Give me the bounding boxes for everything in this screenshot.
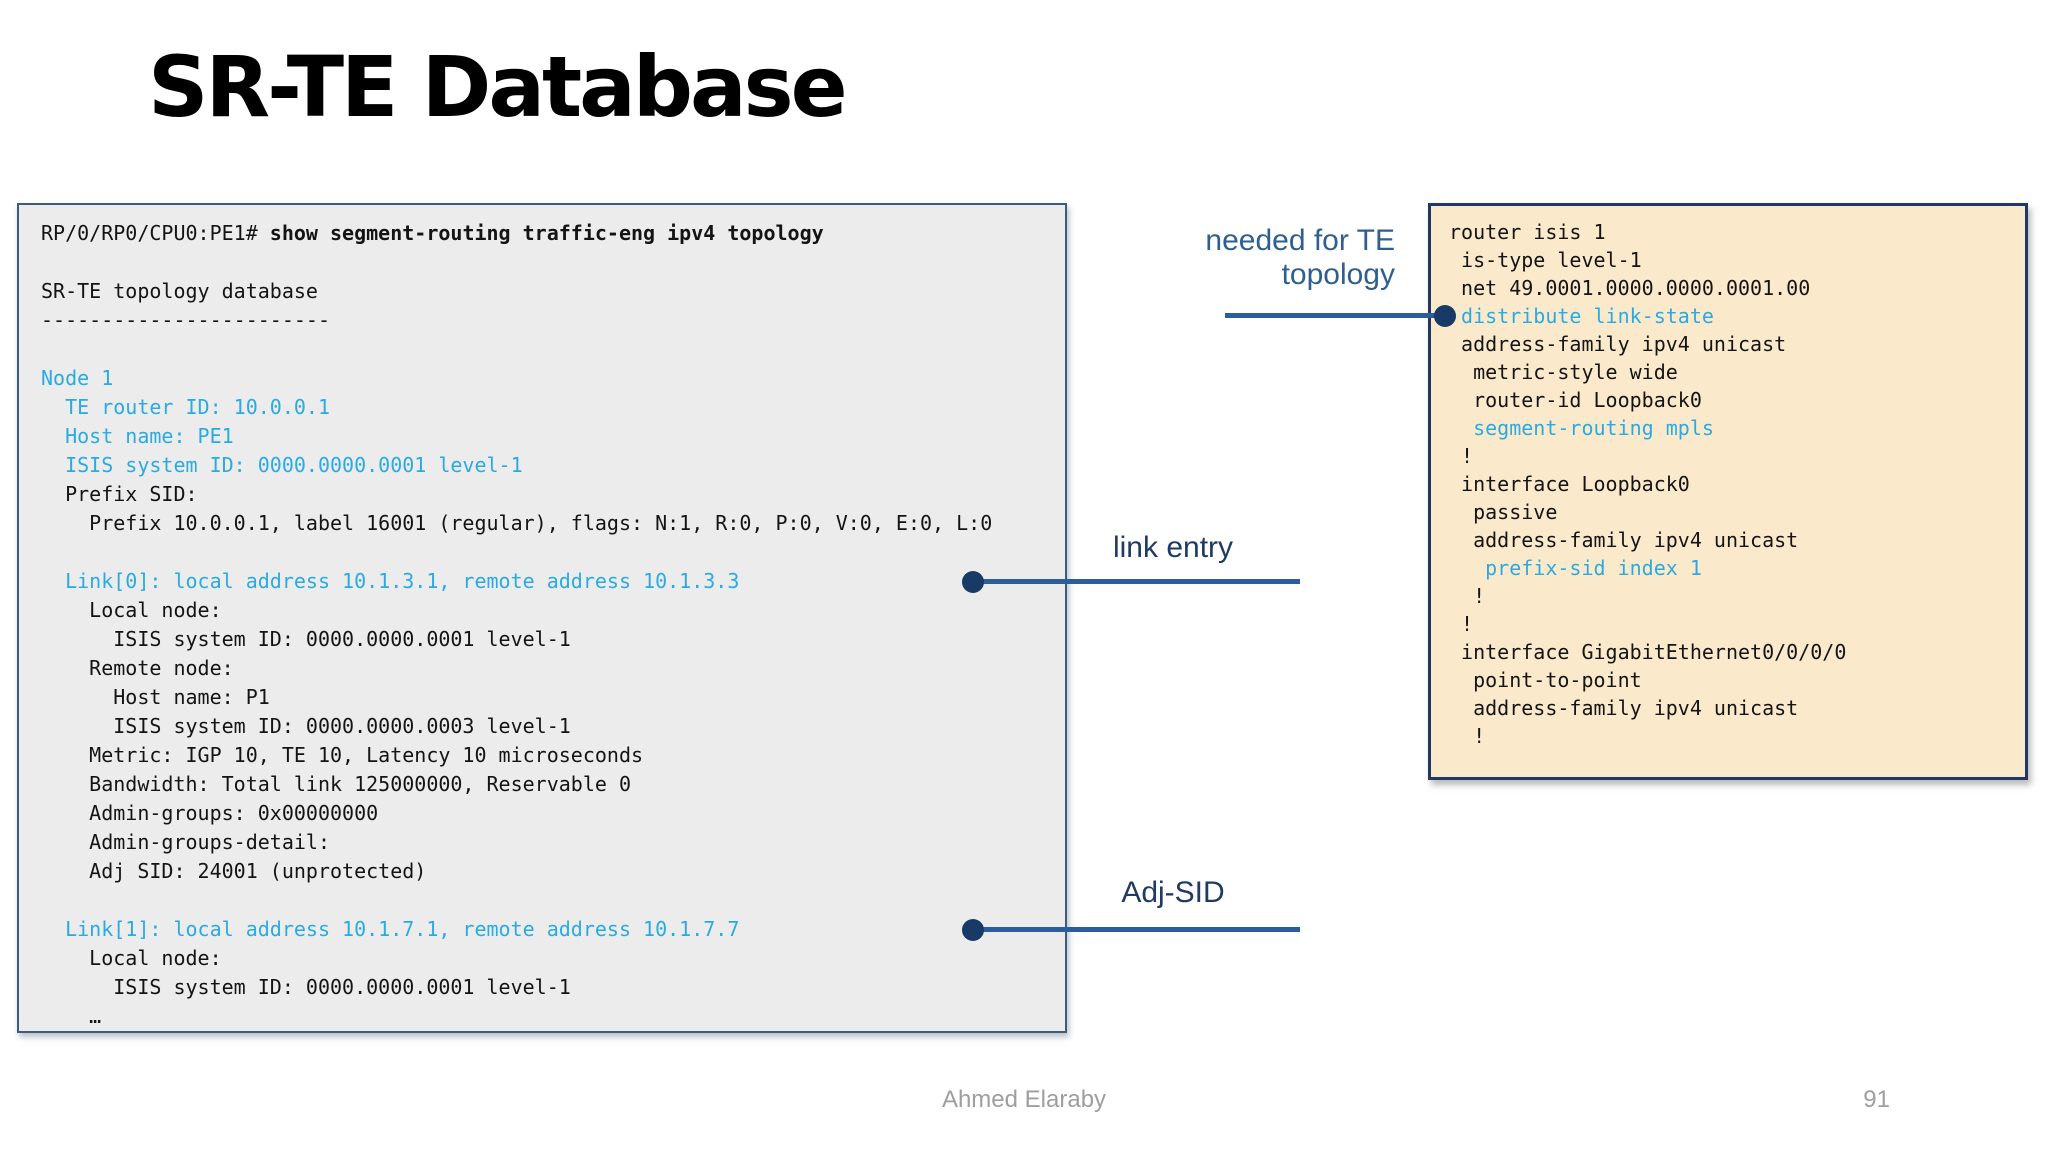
console-line: Prefix 10.0.0.1, label 16001 (regular), … bbox=[41, 511, 993, 535]
config-line: prefix-sid index 1 bbox=[1449, 556, 1702, 580]
config-line: interface Loopback0 bbox=[1449, 472, 1690, 496]
console-line: Admin-groups: 0x00000000 bbox=[41, 801, 379, 825]
config-line: passive bbox=[1449, 500, 1558, 524]
console-line: Node 1 bbox=[41, 366, 114, 390]
console-line: Local node: bbox=[41, 598, 222, 622]
console-output-panel: RP/0/RP0/CPU0:PE1# show segment-routing … bbox=[17, 203, 1067, 1033]
console-line: RP/0/RP0/CPU0:PE1# show segment-routing … bbox=[41, 221, 824, 245]
annotation-needed-for-te-topology: needed for TE topology bbox=[1205, 224, 1395, 291]
console-line: Metric: IGP 10, TE 10, Latency 10 micros… bbox=[41, 743, 644, 767]
console-line: … bbox=[41, 1004, 102, 1028]
footer-page-number: 91 bbox=[1863, 1086, 1890, 1113]
console-line bbox=[41, 248, 1065, 277]
isis-config-text: router isis 1 is-type level-1 net 49.000… bbox=[1449, 218, 2025, 750]
connector-line-needed-for-te bbox=[1225, 313, 1447, 318]
console-line bbox=[41, 538, 1065, 567]
isis-config-panel: router isis 1 is-type level-1 net 49.000… bbox=[1428, 203, 2028, 780]
console-line: ISIS system ID: 0000.0000.0001 level-1 bbox=[41, 627, 571, 651]
config-line: address-family ipv4 unicast bbox=[1449, 696, 1799, 720]
config-line: distribute link-state bbox=[1449, 304, 1714, 328]
console-line: Link[1]: local address 10.1.7.1, remote … bbox=[41, 917, 740, 941]
connector-dot-link1 bbox=[962, 919, 984, 941]
console-line: Admin-groups-detail: bbox=[41, 830, 330, 854]
config-line: interface GigabitEthernet0/0/0/0 bbox=[1449, 640, 1847, 664]
config-line: segment-routing mpls bbox=[1449, 416, 1714, 440]
console-line: Remote node: bbox=[41, 656, 234, 680]
console-line: Local node: bbox=[41, 946, 222, 970]
console-line: ISIS system ID: 0000.0000.0001 level-1 bbox=[41, 975, 571, 999]
config-line: ! bbox=[1449, 724, 1486, 748]
console-line: Host name: PE1 bbox=[41, 424, 234, 448]
config-line: is-type level-1 bbox=[1449, 248, 1642, 272]
config-line: net 49.0001.0000.0000.0001.00 bbox=[1449, 276, 1811, 300]
console-line: Link[0]: local address 10.1.3.1, remote … bbox=[41, 569, 740, 593]
console-line: SR-TE topology database bbox=[41, 279, 318, 303]
annotation-link-entry: link entry bbox=[1112, 531, 1234, 564]
config-line: point-to-point bbox=[1449, 668, 1642, 692]
config-line: address-family ipv4 unicast bbox=[1449, 528, 1799, 552]
config-line: address-family ipv4 unicast bbox=[1449, 332, 1787, 356]
console-line: ISIS system ID: 0000.0000.0001 level-1 bbox=[41, 453, 523, 477]
connector-dot-link0 bbox=[962, 571, 984, 593]
console-line: Bandwidth: Total link 125000000, Reserva… bbox=[41, 772, 632, 796]
config-line: ! bbox=[1449, 612, 1474, 636]
console-line bbox=[41, 886, 1065, 915]
console-line: ------------------------ bbox=[41, 308, 330, 332]
console-output-text: RP/0/RP0/CPU0:PE1# show segment-routing … bbox=[41, 219, 1065, 1031]
config-line: router-id Loopback0 bbox=[1449, 388, 1702, 412]
console-line: TE router ID: 10.0.0.1 bbox=[41, 395, 330, 419]
slide-title: SR-TE Database bbox=[148, 38, 848, 136]
connector-line-adj-sid bbox=[973, 927, 1300, 932]
connector-dot-distribute-link-state bbox=[1434, 305, 1456, 327]
annotation-adj-sid: Adj-SID bbox=[1121, 876, 1225, 909]
config-line: ! bbox=[1449, 444, 1474, 468]
console-line: ISIS system ID: 0000.0000.0003 level-1 bbox=[41, 714, 571, 738]
footer-author: Ahmed Elaraby bbox=[941, 1086, 1107, 1113]
console-line: Adj SID: 24001 (unprotected) bbox=[41, 859, 427, 883]
console-line: Prefix SID: bbox=[41, 482, 198, 506]
connector-line-link-entry bbox=[973, 579, 1300, 584]
config-line: ! bbox=[1449, 584, 1486, 608]
console-line: Host name: P1 bbox=[41, 685, 270, 709]
config-line: router isis 1 bbox=[1449, 220, 1606, 244]
config-line: metric-style wide bbox=[1449, 360, 1678, 384]
console-line bbox=[41, 335, 1065, 364]
